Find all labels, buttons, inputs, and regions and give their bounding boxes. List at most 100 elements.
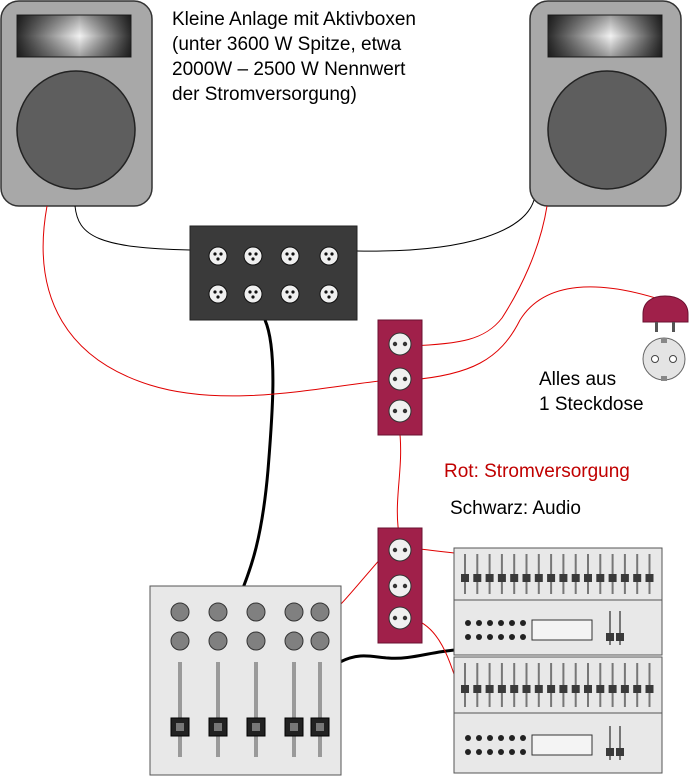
xlr-pin [288,257,292,261]
xlr-pin [291,290,295,294]
outlet-hole [402,583,408,589]
outlet-hole [392,547,398,553]
rack-fader-knob [620,685,629,693]
rack-fader-knob [584,685,592,693]
xlr-pin [327,257,331,261]
xlr-pin [288,295,292,299]
rack-amplifier-icon [453,656,663,714]
title-line: der Stromversorgung) [172,84,357,105]
xlr-socket-icon [319,284,339,304]
wall-socket-icon [642,337,686,381]
rack-fader-knob [645,685,654,693]
rack-button [487,634,493,640]
xlr-pin [285,252,289,256]
xlr-pin [213,290,217,294]
rack-fader-knob [522,574,531,582]
title-line: Kleine Anlage mit Aktivboxen [172,9,416,30]
rack-fader-knob [534,685,543,693]
xlr-pin [216,295,220,299]
xlr-socket-icon [243,284,263,304]
knob-icon [170,602,190,622]
knob-icon [246,631,266,651]
rack-fader-knob [559,574,568,582]
power-plug-icon [642,295,689,332]
rack-button [465,620,471,626]
rack-fader-knob [497,574,506,582]
xlr-socket-icon [280,284,300,304]
outlet-hole [392,376,398,382]
outlet-hole [402,615,408,621]
rack-fader-track [609,726,611,760]
outlet-hole [392,408,398,414]
rack-fader-knob [606,748,614,756]
xlr-pin [285,290,289,294]
fader-track [216,662,220,757]
fader-track [318,662,322,757]
rack-fader-knob [608,574,617,582]
rack-fader-knob [645,574,654,582]
note-line: 1 Steckdose [539,394,644,415]
outlet-icon [388,399,412,423]
rack-display [531,734,593,756]
rack-button [476,634,482,640]
rack-processor-icon [453,599,663,656]
note-line: Alles aus [539,369,617,390]
rack-button [476,749,482,755]
mixer-icon [149,585,342,776]
knob-icon [208,602,228,622]
xlr-pin [254,290,258,294]
fader-track [254,662,258,757]
rack-button [509,634,515,640]
rack-button [520,620,526,626]
xlr-socket-icon [208,246,228,266]
fader-knob-center [252,723,260,731]
outlet-icon [388,574,412,598]
xlr-pin [248,290,252,294]
rack-fader-knob [571,574,580,582]
xlr-socket-icon [208,284,228,304]
rack-fader-knob [606,633,614,641]
rack-button [498,620,504,626]
rack-fader-knob [559,685,568,693]
outlet-icon [388,332,412,356]
knob-icon [284,602,304,622]
rack-button [520,749,526,755]
rack-fader-knob [497,685,506,693]
xlr-pin [216,257,220,261]
outlet-hole [392,583,398,589]
rack-button [509,735,515,741]
power-strip-icon [377,319,423,436]
legend-audio: Schwarz: Audio [450,498,581,519]
rack-button [498,749,504,755]
fader-knob-center [316,723,324,731]
xlr-pin [213,252,217,256]
rack-fader-knob [616,748,624,756]
diagram-title: Kleine Anlage mit Aktivboxen (unter 3600… [172,8,416,108]
outlet-hole [402,341,408,347]
xlr-pin [291,252,295,256]
rack-fader-knob [473,685,482,693]
rack-fader-track [619,611,621,645]
outlet-icon [388,538,412,562]
rack-fader-knob [596,574,605,582]
rack-fader-knob [510,685,519,693]
rack-fader-track [619,726,621,760]
knob-icon [208,631,228,651]
xlr-pin [330,252,334,256]
socket-note: Alles aus 1 Steckdose [539,368,644,418]
xlr-pin [248,252,252,256]
rack-fader-knob [510,574,519,582]
fader-knob-center [214,723,222,731]
rack-fader-knob [620,574,629,582]
knob-icon [170,631,190,651]
rack-fader-track [609,611,611,645]
rack-button [498,735,504,741]
rack-fader-knob [616,633,624,641]
outlet-hole [402,408,408,414]
speaker-left-icon [0,0,153,207]
xlr-pin [324,290,328,294]
rack-fader-knob [633,685,642,693]
xlr-pin [219,252,223,256]
speaker-right-icon [529,0,682,207]
